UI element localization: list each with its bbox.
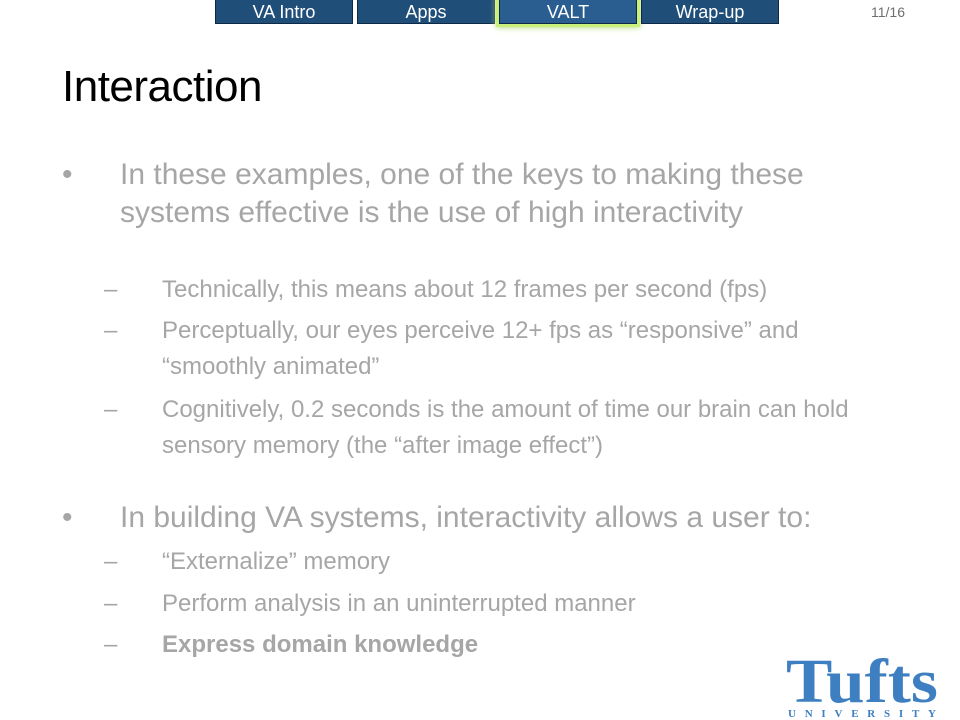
tab-va-intro[interactable]: VA Intro xyxy=(215,0,353,24)
bullet-marker: • xyxy=(62,158,73,191)
sub-bullet-text: Technically, this means about 12 frames … xyxy=(162,276,768,303)
dash-marker: – xyxy=(104,631,118,658)
dash-marker: – xyxy=(104,590,118,617)
slide-title: Interaction xyxy=(62,62,262,111)
page-indicator: 11/16 xyxy=(871,4,905,20)
tab-valt[interactable]: VALT xyxy=(499,0,637,24)
section-nav: VA Intro Apps VALT Wrap-up xyxy=(215,0,779,24)
bullet-marker: • xyxy=(62,501,73,534)
bullet-text: In building VA systems, interactivity al… xyxy=(120,501,812,534)
tab-wrap-up[interactable]: Wrap-up xyxy=(641,0,779,24)
sub-bullet-text: Cognitively, 0.2 seconds is the amount o… xyxy=(162,396,849,459)
sub-bullet-text: Perceptually, our eyes perceive 12+ fps … xyxy=(162,317,799,380)
dash-marker: – xyxy=(104,276,118,303)
sub-bullet-text: Perform analysis in an uninterrupted man… xyxy=(162,590,636,617)
dash-marker: – xyxy=(104,396,118,423)
sub-bullet-text: “Externalize” memory xyxy=(162,548,391,575)
dash-marker: – xyxy=(104,548,118,575)
bullet-text: In these examples, one of the keys to ma… xyxy=(120,158,804,229)
logo-wordmark: Tufts xyxy=(786,650,938,716)
tab-apps[interactable]: Apps xyxy=(357,0,495,24)
dash-marker: – xyxy=(104,317,118,344)
tufts-university-logo: Tufts UNIVERSITY xyxy=(786,650,938,720)
sub-bullet-text: Express domain knowledge xyxy=(162,631,479,658)
